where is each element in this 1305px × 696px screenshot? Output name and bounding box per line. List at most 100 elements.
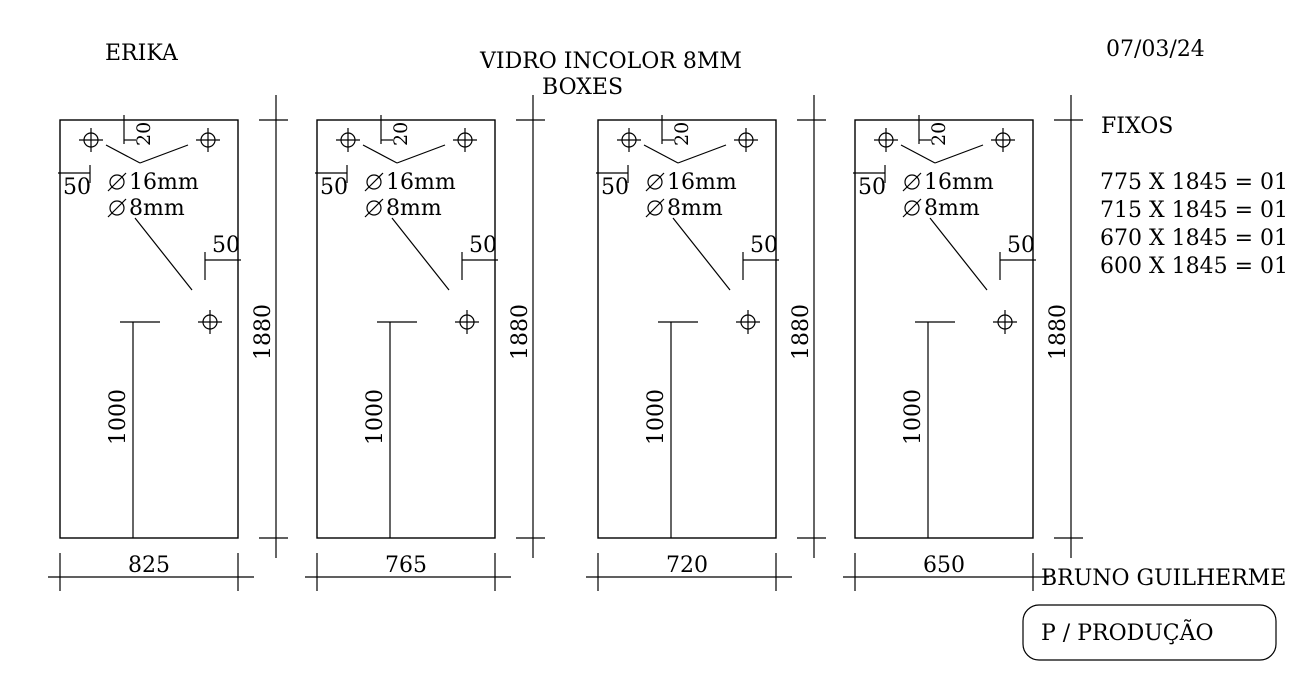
diameter-slash: [902, 198, 922, 218]
hole-marker: [736, 310, 760, 334]
hole-large-label: 16mm: [386, 170, 456, 195]
diameter-slash: [902, 172, 922, 192]
fixos-item: 670 X 1845 = 01: [1100, 226, 1288, 251]
diameter-circle: [647, 200, 663, 216]
height-label: 1880: [789, 304, 814, 360]
leader-line: [105, 144, 141, 164]
handle-height-label: 1000: [363, 389, 388, 445]
fixos-item: 775 X 1845 = 01: [1100, 170, 1288, 195]
hole-large-label: 16mm: [667, 170, 737, 195]
leader-line: [929, 217, 988, 291]
panel-outline: [59, 119, 239, 539]
diameter-slash: [107, 198, 127, 218]
leader-line: [362, 144, 398, 164]
diameter-icon: [364, 172, 384, 192]
fixos-item: 715 X 1845 = 01: [1100, 198, 1288, 223]
hole-marker: [79, 128, 103, 152]
right-offset-label: 50: [750, 233, 778, 258]
diameter-circle: [647, 174, 663, 190]
hole-small-label: 8mm: [924, 196, 980, 221]
height-label: 1880: [1046, 304, 1071, 360]
right-offset-label: 50: [212, 233, 240, 258]
handle-height-label: 1000: [644, 389, 669, 445]
hole-marker: [196, 128, 220, 152]
diameter-circle: [366, 174, 382, 190]
leader-line: [934, 144, 984, 164]
diameter-slash: [645, 198, 665, 218]
handle-height-label: 1000: [901, 389, 926, 445]
panel-outline: [854, 119, 1034, 539]
diameter-circle: [904, 200, 920, 216]
diameter-circle: [904, 174, 920, 190]
leader-line: [677, 144, 727, 164]
width-label: 765: [385, 553, 427, 578]
height-label: 1880: [508, 304, 533, 360]
hole-marker: [993, 310, 1017, 334]
diameter-icon: [364, 198, 384, 218]
production-stamp-box: [1022, 604, 1277, 661]
leader-line: [643, 144, 679, 164]
panel-outline: [597, 119, 777, 539]
hole-large-label: 16mm: [129, 170, 199, 195]
diameter-icon: [107, 172, 127, 192]
width-label: 720: [666, 553, 708, 578]
diameter-icon: [902, 172, 922, 192]
width-label: 825: [128, 553, 170, 578]
diameter-icon: [902, 198, 922, 218]
leader-line: [900, 144, 936, 164]
panel-outline: [316, 119, 496, 539]
leader-line: [391, 217, 450, 291]
drawing-date: 07/03/24: [1106, 37, 1205, 62]
diameter-slash: [645, 172, 665, 192]
client-name: ERIKA: [105, 41, 179, 66]
top-offset-label: 20: [928, 122, 950, 146]
production-stamp-text: P / PRODUÇÃO: [1041, 618, 1214, 646]
hole-marker: [617, 128, 641, 152]
hole-marker: [198, 310, 222, 334]
hole-small-label: 8mm: [129, 196, 185, 221]
height-label: 1880: [251, 304, 276, 360]
hole-marker: [734, 128, 758, 152]
top-offset-label: 20: [133, 122, 155, 146]
leader-line: [139, 144, 189, 164]
hole-marker: [455, 310, 479, 334]
top-offset-label: 20: [390, 122, 412, 146]
fixos-item: 600 X 1845 = 01: [1100, 254, 1288, 279]
diameter-slash: [107, 172, 127, 192]
diameter-slash: [364, 198, 384, 218]
diameter-icon: [107, 198, 127, 218]
handle-height-label: 1000: [106, 389, 131, 445]
hole-marker: [453, 128, 477, 152]
diameter-circle: [366, 200, 382, 216]
right-offset-label: 50: [1007, 233, 1035, 258]
fixos-list: FIXOS 775 X 1845 = 01 715 X 1845 = 01 67…: [1100, 114, 1288, 279]
hole-marker: [336, 128, 360, 152]
hole-marker: [991, 128, 1015, 152]
diameter-icon: [645, 198, 665, 218]
left-offset-label: 50: [858, 175, 886, 200]
left-offset-label: 50: [320, 175, 348, 200]
diameter-icon: [645, 172, 665, 192]
left-offset-label: 50: [601, 175, 629, 200]
right-offset-label: 50: [469, 233, 497, 258]
left-offset-label: 50: [63, 175, 91, 200]
diameter-slash: [364, 172, 384, 192]
top-offset-label: 20: [671, 122, 693, 146]
hole-large-label: 16mm: [924, 170, 994, 195]
hole-small-label: 8mm: [667, 196, 723, 221]
author-name: BRUNO GUILHERME: [1041, 566, 1286, 591]
material-title: VIDRO INCOLOR 8MM: [479, 49, 742, 74]
leader-line: [396, 144, 446, 164]
width-label: 650: [923, 553, 965, 578]
diameter-circle: [109, 174, 125, 190]
material-subtitle: BOXES: [542, 75, 623, 100]
fixos-heading: FIXOS: [1101, 114, 1173, 139]
leader-line: [672, 217, 731, 291]
leader-line: [134, 217, 193, 291]
